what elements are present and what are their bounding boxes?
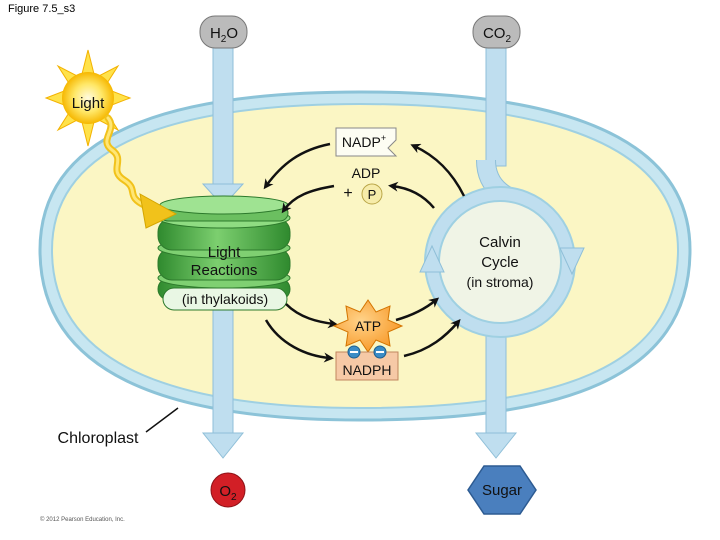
nadp-label: NADP <box>342 134 381 150</box>
sugar-output: Sugar <box>467 465 537 515</box>
calvin-label-3: (in stroma) <box>467 274 534 290</box>
nadph-box: NADPH <box>335 345 399 381</box>
arrow-atp-to-calvin <box>395 297 440 322</box>
water-symbol: H <box>210 25 221 42</box>
water-symbol-end: O <box>226 25 238 42</box>
light-label: Light <box>72 95 105 112</box>
adp-label: ADP <box>352 165 381 181</box>
arrow-light-to-atp <box>285 303 338 329</box>
oxygen-symbol: O <box>219 483 231 500</box>
figure-title: Figure 7.5_s3 <box>8 3 76 15</box>
light-beam-arrow <box>103 114 178 229</box>
chloroplast-label: Chloroplast <box>58 430 139 447</box>
arrow-calvin-to-adp <box>388 181 435 209</box>
sugar-label: Sugar <box>482 482 522 499</box>
chloroplast-leader-line <box>145 407 179 433</box>
nadp-superscript: + <box>381 133 386 143</box>
co2-input: CO2 <box>472 15 521 49</box>
light-reactions-label-1: Light <box>208 244 241 261</box>
svg-text:CO2: CO2 <box>483 25 512 45</box>
oxygen-subscript: 2 <box>231 492 237 503</box>
svg-text:O2: O2 <box>219 483 237 503</box>
phosphate-label: P <box>368 187 377 202</box>
arrow-nadp-to-light <box>263 142 331 190</box>
calvin-cycle: Calvin Cycle (in stroma) <box>419 186 585 338</box>
co2-subscript: 2 <box>505 34 511 45</box>
atp-burst: ATP <box>332 299 404 353</box>
atp-label: ATP <box>355 318 381 334</box>
thylakoid-stack: Light Reactions (in thylakoids) <box>157 195 291 311</box>
nadph-label: NADPH <box>342 362 391 378</box>
svg-text:NADP+: NADP+ <box>342 133 386 150</box>
calvin-label-2: Cycle <box>481 254 519 271</box>
arrow-calvin-to-nadp <box>410 143 466 197</box>
calvin-label-1: Calvin <box>479 234 521 251</box>
arrow-light-to-nadph <box>264 319 334 363</box>
nadp-box: NADP+ <box>335 127 398 157</box>
plus-sign: + <box>343 185 352 202</box>
thylakoids-label-box <box>162 287 288 311</box>
water-subscript: 2 <box>221 34 227 45</box>
light-reactions-label-2: Reactions <box>191 262 258 279</box>
energy-cycle-arrows <box>263 142 466 363</box>
arrow-adp-to-light <box>281 184 335 214</box>
light-reactions-label-3: (in thylakoids) <box>182 291 268 307</box>
oxygen-output: O2 <box>210 472 246 508</box>
arrow-nadph-to-calvin <box>403 318 461 358</box>
co2-symbol: CO <box>483 25 506 42</box>
svg-text:H2O: H2O <box>210 25 238 45</box>
water-flow-arrow <box>201 45 245 459</box>
water-input: H2O <box>199 15 248 49</box>
phosphate-circle <box>361 183 383 205</box>
copyright-notice: © 2012 Pearson Education, Inc. <box>40 517 125 523</box>
